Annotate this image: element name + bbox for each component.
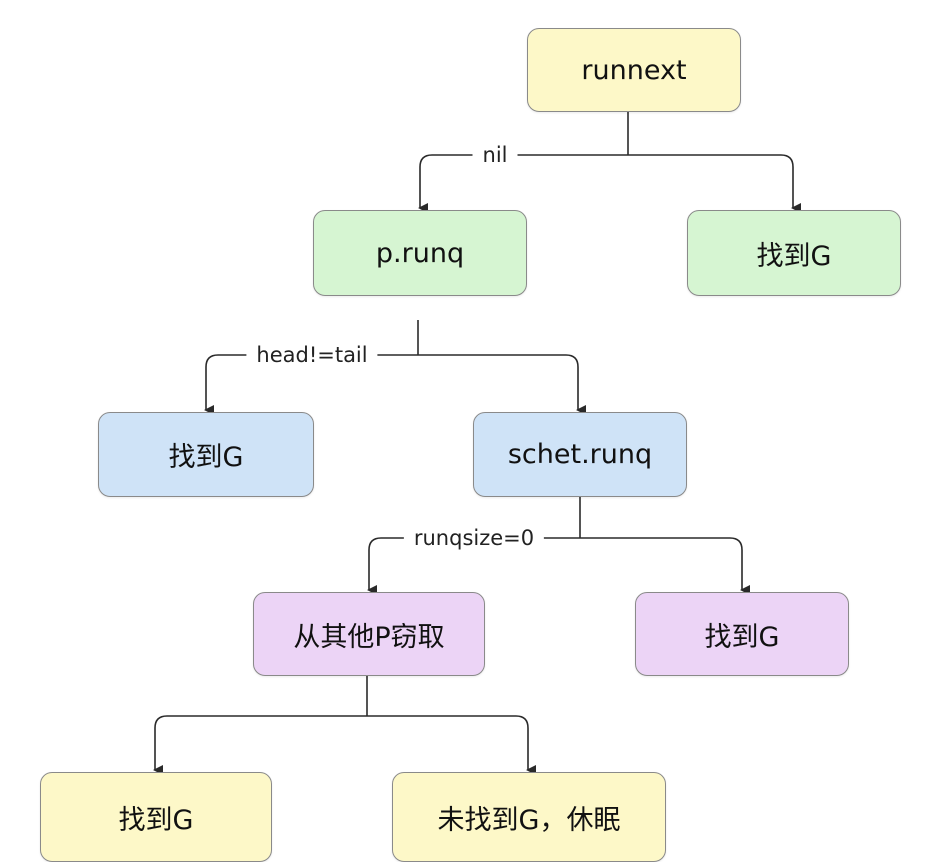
- node-steal-from-p: 从其他P窃取: [253, 592, 485, 676]
- node-found-g-3-label: 找到G: [704, 621, 780, 653]
- connector-prunq-right: [418, 354, 586, 415]
- node-schet-runq: schet.runq: [473, 412, 687, 497]
- node-runnext-label: runnext: [581, 54, 687, 86]
- connector-schetrunq-right: [580, 537, 750, 595]
- connector-prunq-left: [204, 354, 418, 415]
- connector-schetrunq-left: [367, 537, 580, 595]
- node-found-g-3: 找到G: [635, 592, 849, 676]
- node-found-g-2-label: 找到G: [168, 442, 244, 473]
- connector-steal-left: [153, 715, 367, 775]
- node-found-g-4: 找到G: [40, 772, 272, 862]
- edge-label-runqsize-zero: runqsize=0: [403, 524, 545, 552]
- edge-label-head-ne-tail: head!=tail: [246, 341, 378, 369]
- edge-label-nil: nil: [472, 141, 518, 169]
- connector-runnext-left: [418, 154, 628, 213]
- node-p-runq: p.runq: [313, 210, 527, 296]
- node-found-g-1-label: 找到G: [756, 240, 832, 272]
- node-p-runq-label: p.runq: [375, 237, 465, 269]
- connector-runnext-right: [628, 154, 801, 213]
- node-found-g-2: 找到G: [98, 412, 314, 497]
- node-not-found-sleep-label: 未找到G，休眠: [437, 804, 621, 836]
- node-found-g-1: 找到G: [687, 210, 901, 296]
- node-steal-from-p-label: 从其他P窃取: [293, 621, 445, 653]
- connector-steal-right: [367, 715, 536, 775]
- node-schet-runq-label: schet.runq: [507, 439, 653, 470]
- node-runnext: runnext: [527, 28, 741, 112]
- node-not-found-sleep: 未找到G，休眠: [392, 772, 666, 862]
- node-found-g-4-label: 找到G: [118, 804, 194, 836]
